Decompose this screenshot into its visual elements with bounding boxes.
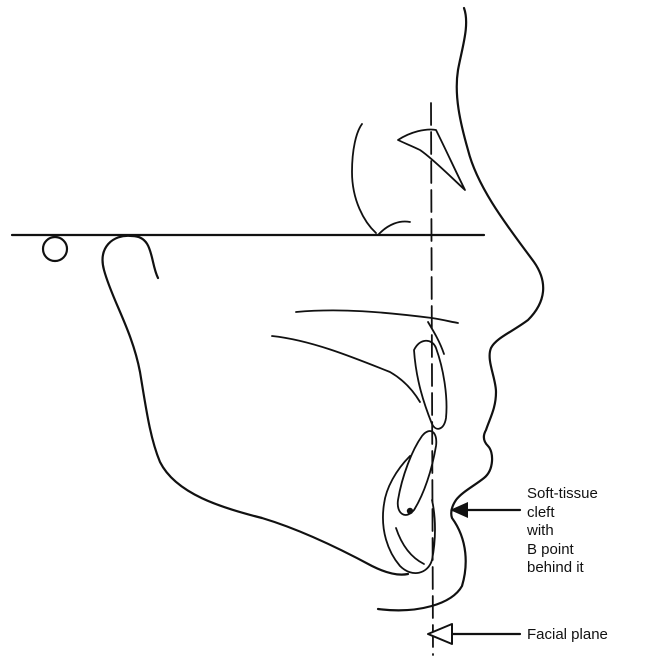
occlusal-line — [272, 336, 420, 402]
cleft-label-line-3: with — [527, 522, 554, 539]
cleft-label-line-1: Soft-tissue — [527, 485, 598, 502]
facial-plane-arrowhead-icon — [428, 624, 452, 644]
lower-incisor — [398, 431, 437, 515]
mandible-outline — [103, 236, 408, 575]
symphysis-inner — [396, 528, 424, 564]
soft-tissue-cleft-label: Soft-tissue cleft with B point behind it — [527, 485, 598, 578]
nasal-floor-curve — [378, 222, 410, 235]
cleft-label-line-4: B point — [527, 541, 574, 558]
upper-incisor — [414, 341, 447, 429]
cleft-label-line-2: cleft — [527, 504, 555, 521]
porion-circle — [43, 237, 67, 261]
facial-plane-label: Facial plane — [527, 626, 608, 645]
palatal-line — [296, 310, 458, 323]
b-point — [407, 508, 413, 514]
nasal-bone-contour — [352, 124, 376, 233]
cleft-label-line-5: behind it — [527, 559, 584, 576]
facial-plane-line — [431, 103, 433, 655]
soft-tissue-profile — [378, 8, 543, 610]
